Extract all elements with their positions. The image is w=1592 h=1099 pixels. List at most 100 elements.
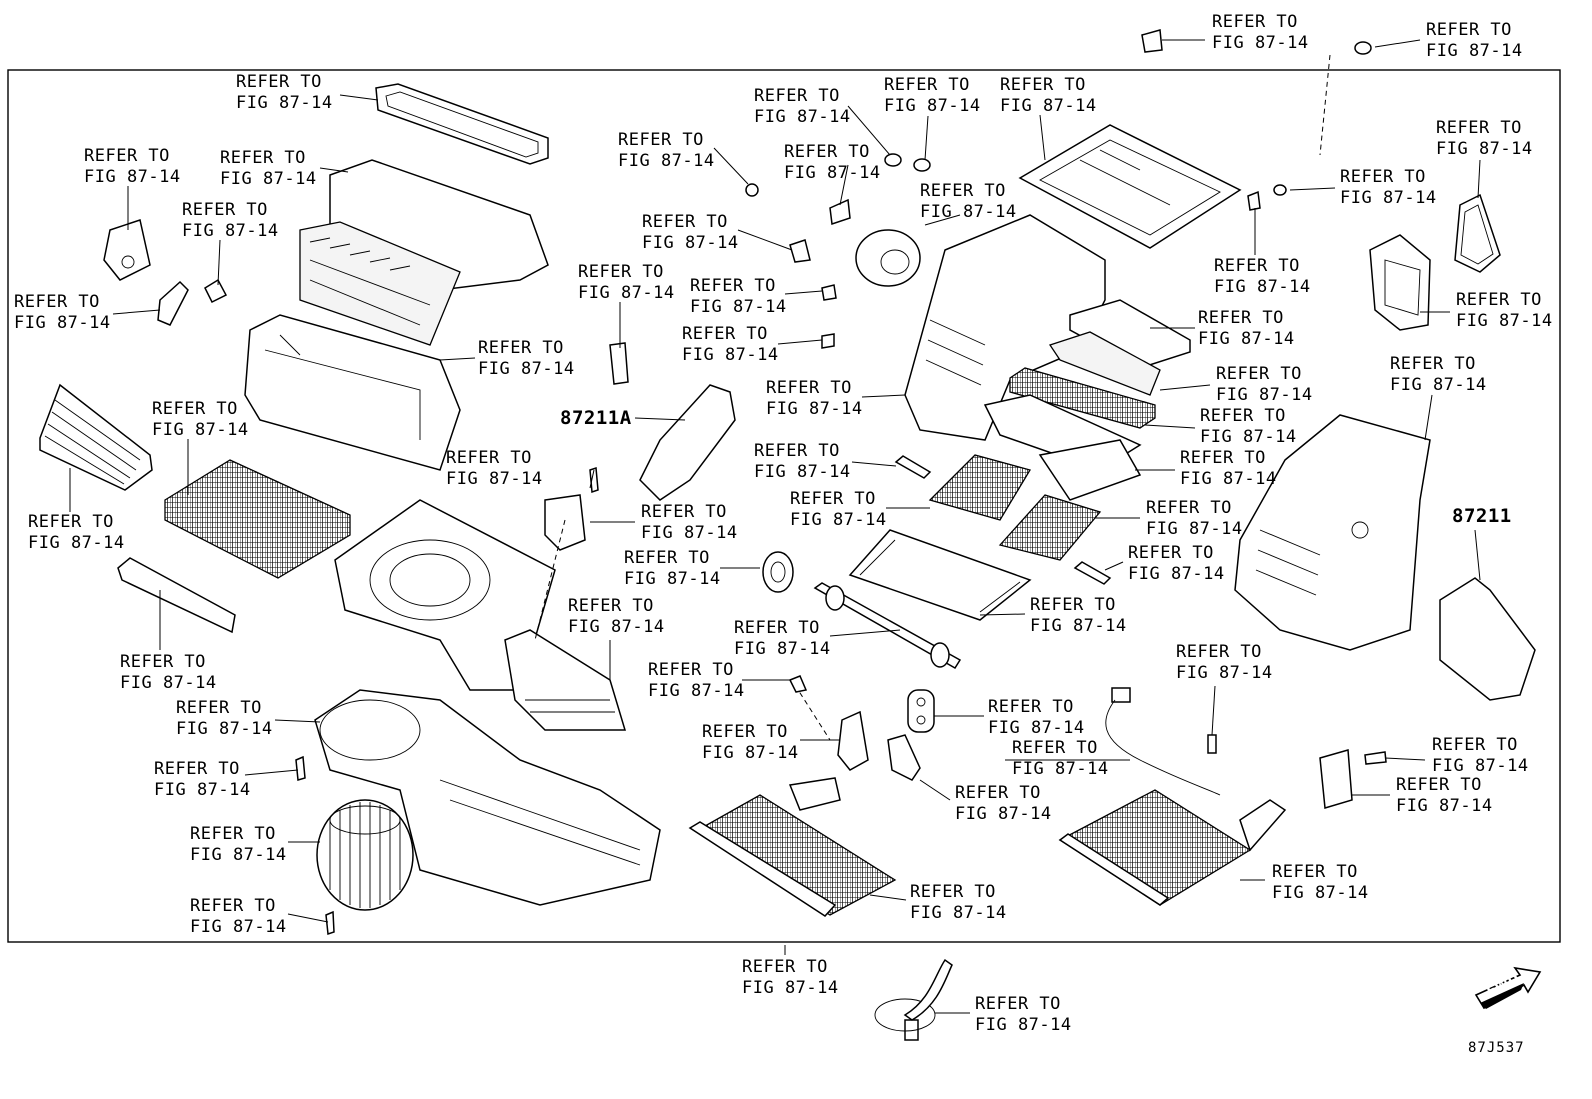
filter-case bbox=[244, 314, 461, 471]
foam-pad-right bbox=[1073, 561, 1112, 585]
filter-cover-plate bbox=[117, 557, 236, 634]
blower-resistor bbox=[544, 466, 599, 551]
water-pipe bbox=[874, 958, 953, 1041]
blower-motor-fan bbox=[316, 799, 414, 911]
pipe-clamp bbox=[907, 689, 935, 733]
blower-scroll-housing bbox=[314, 689, 661, 906]
screw-set-left bbox=[295, 755, 335, 936]
link-clip bbox=[887, 734, 921, 781]
small-clip bbox=[204, 278, 228, 304]
blend-door-shaft bbox=[813, 582, 962, 670]
leader-lines bbox=[69, 39, 1481, 1014]
servo-actuator bbox=[103, 219, 151, 281]
small-parts-center bbox=[745, 153, 931, 349]
blower-case bbox=[334, 499, 556, 691]
clip-right bbox=[1247, 184, 1287, 211]
duct-gasket-right bbox=[1454, 193, 1501, 273]
fwd-arrow-icon bbox=[1474, 966, 1542, 1010]
louver-panels bbox=[928, 439, 1142, 561]
foam-pad-left bbox=[894, 455, 932, 479]
evaporator-thermistor bbox=[1105, 687, 1221, 796]
center-housing bbox=[904, 214, 1106, 441]
upper-intake-housing bbox=[299, 159, 549, 346]
upper-cover-87211a bbox=[639, 384, 736, 501]
heater-housing-87211 bbox=[1234, 414, 1431, 651]
link-bracket bbox=[157, 280, 189, 326]
intake-gasket bbox=[375, 83, 549, 165]
diagram-frame bbox=[7, 69, 1561, 943]
mode-lever bbox=[762, 551, 794, 593]
evaporator-core bbox=[1058, 789, 1287, 906]
cabin-air-filter bbox=[164, 459, 351, 579]
air-mix-door bbox=[1048, 299, 1191, 396]
rear-duct-87211 bbox=[1439, 577, 1536, 701]
top-grommet-2 bbox=[1354, 41, 1372, 55]
drawing-code: 87J537 bbox=[1468, 1040, 1525, 1056]
air-separator-plate bbox=[848, 529, 1032, 621]
vent-duct-right bbox=[1369, 234, 1431, 331]
top-grommet-1 bbox=[1141, 29, 1163, 53]
heater-bracket bbox=[837, 710, 869, 771]
heater-core bbox=[688, 777, 897, 917]
side-grille bbox=[39, 383, 153, 491]
top-damper-frame bbox=[1018, 124, 1242, 249]
mode-gear bbox=[855, 229, 921, 287]
part-number-87211: 87211 bbox=[1452, 505, 1512, 527]
screw-center bbox=[788, 675, 808, 693]
lower-duct bbox=[504, 629, 627, 731]
part-number-87211a: 87211A bbox=[560, 407, 632, 429]
